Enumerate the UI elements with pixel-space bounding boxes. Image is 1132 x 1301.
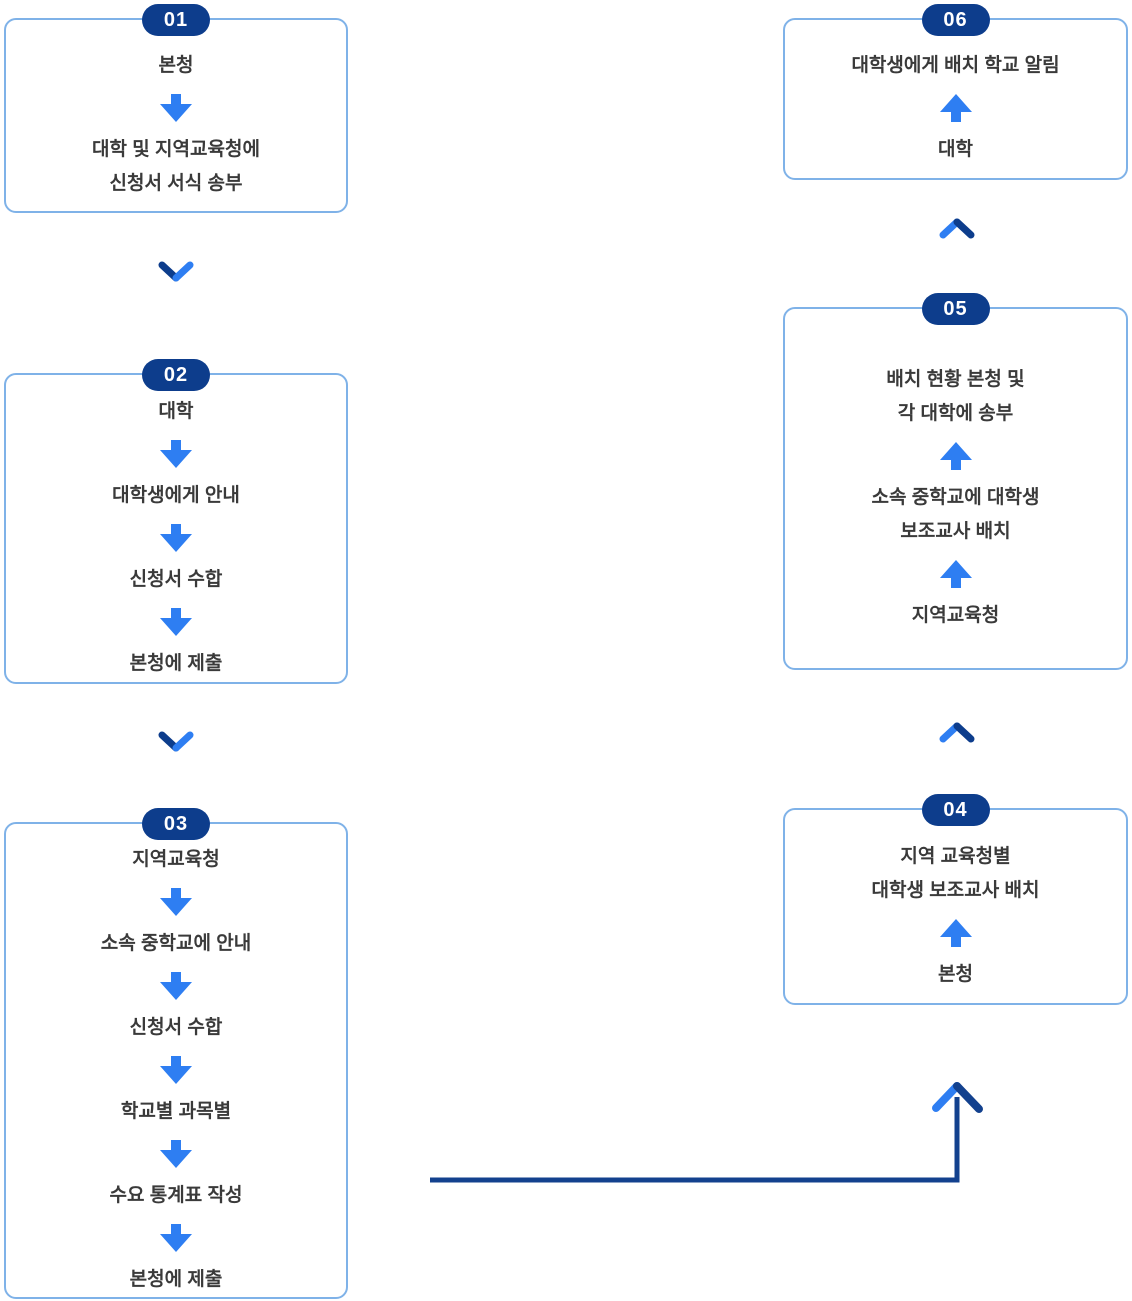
arrow-down-icon bbox=[160, 971, 192, 1000]
flow-connector-arrow bbox=[420, 1075, 995, 1205]
step-text-line: 지역 교육청별 bbox=[900, 845, 1011, 867]
step-text-line: 본청 bbox=[158, 54, 194, 76]
step-text-line: 대학 bbox=[938, 139, 973, 160]
arrow-up-icon bbox=[939, 918, 972, 947]
arrow-down-icon bbox=[160, 1139, 192, 1168]
step-text-line: 대학 및 지역교육청에 bbox=[92, 138, 260, 160]
step-text-line: 소속 중학교에 안내 bbox=[100, 932, 252, 954]
flow-step-box-05: 05 배치 현황 본청 및 각 대학에 송부 소속 중학교에 대학생 보조교사 … bbox=[783, 293, 1128, 670]
chevron-up-icon bbox=[937, 720, 977, 744]
step-number-badge: 03 bbox=[142, 808, 210, 840]
step-text: 지역교육청 bbox=[132, 843, 219, 877]
step-text-line: 대학생에게 배치 학교 알림 bbox=[851, 55, 1060, 76]
step-number-badge: 02 bbox=[142, 359, 210, 391]
step-text: 본청 bbox=[938, 958, 973, 992]
step-text: 신청서 수합 bbox=[130, 1011, 223, 1045]
step-text-line: 보조교사 배치 bbox=[900, 520, 1011, 542]
step-text-line: 배치 현황 본청 및 bbox=[886, 368, 1025, 390]
step-number-badge: 04 bbox=[921, 794, 990, 826]
step-text-line: 지역교육청 bbox=[132, 848, 220, 870]
step-text-line: 대학생에게 안내 bbox=[112, 484, 240, 506]
step-text: 지역 교육청별 대학생 보조교사 배치 bbox=[872, 840, 1040, 908]
arrow-down-icon bbox=[160, 1223, 192, 1252]
step-text-line: 본청 bbox=[938, 963, 973, 985]
step-text: 배치 현황 본청 및 각 대학에 송부 bbox=[886, 363, 1024, 431]
step-text: 대학 및 지역교육청에 신청서 서식 송부 bbox=[92, 133, 260, 201]
step-text-line: 신청서 수합 bbox=[129, 568, 223, 590]
arrow-down-icon bbox=[160, 607, 192, 636]
flow-step-box-03: 03 지역교육청 소속 중학교에 안내 신청서 수합 학교별 과목별 수요 통계… bbox=[4, 808, 348, 1299]
chevron-down-icon bbox=[156, 730, 196, 754]
step-text-line: 지역교육청 bbox=[911, 604, 1000, 626]
flow-step-box-04: 04 지역 교육청별 대학생 보조교사 배치 본청 bbox=[783, 794, 1128, 1005]
step-text-line: 신청서 수합 bbox=[129, 1016, 223, 1038]
step-text-line: 대학생 보조교사 배치 bbox=[871, 879, 1040, 901]
step-text: 신청서 수합 bbox=[130, 563, 223, 597]
step-number-badge: 06 bbox=[921, 4, 990, 36]
arrow-down-icon bbox=[160, 1055, 192, 1084]
flow-step-box-01: 01 본청 대학 및 지역교육청에 신청서 서식 송부 bbox=[4, 4, 348, 213]
arrow-up-icon bbox=[939, 94, 972, 122]
step-text: 대학생에게 배치 학교 알림 bbox=[851, 49, 1059, 83]
step-text: 대학생에게 안내 bbox=[112, 479, 240, 513]
step-text-line: 소속 중학교에 대학생 bbox=[871, 486, 1040, 508]
chevron-up-icon bbox=[937, 216, 977, 240]
step-number-badge: 05 bbox=[921, 293, 990, 325]
step-text: 지역교육청 bbox=[912, 599, 999, 633]
step-text-line: 대학 bbox=[158, 400, 194, 422]
step-text-line: 본청에 제출 bbox=[129, 652, 223, 674]
step-text: 본청에 제출 bbox=[130, 647, 223, 681]
step-text: 소속 중학교에 안내 bbox=[101, 927, 251, 961]
step-text-line: 신청서 서식 송부 bbox=[109, 172, 243, 194]
step-text-line: 수요 통계표 작성 bbox=[109, 1184, 243, 1206]
arrow-up-icon bbox=[939, 441, 972, 470]
chevron-down-icon bbox=[156, 260, 196, 284]
step-text: 대학 bbox=[938, 133, 973, 167]
arrow-down-icon bbox=[160, 887, 192, 916]
step-text-line: 각 대학에 송부 bbox=[897, 402, 1014, 424]
step-text-line: 학교별 과목별 bbox=[120, 1100, 232, 1122]
arrow-down-icon bbox=[160, 93, 192, 122]
arrow-down-icon bbox=[160, 439, 192, 468]
step-text: 학교별 과목별 bbox=[121, 1095, 231, 1129]
step-number-badge: 01 bbox=[142, 4, 210, 36]
step-text: 소속 중학교에 대학생 보조교사 배치 bbox=[872, 481, 1040, 549]
arrow-down-icon bbox=[160, 523, 192, 552]
step-text: 본청에 제출 bbox=[130, 1263, 223, 1297]
arrow-up-icon bbox=[939, 559, 972, 588]
step-text: 대학 bbox=[159, 395, 194, 429]
step-text: 본청 bbox=[159, 49, 194, 83]
step-text: 수요 통계표 작성 bbox=[110, 1179, 243, 1213]
step-text-line: 본청에 제출 bbox=[129, 1268, 223, 1290]
flow-step-box-02: 02 대학 대학생에게 안내 신청서 수합 본청에 제출 bbox=[4, 359, 348, 684]
flow-step-box-06: 06 대학생에게 배치 학교 알림 대학 bbox=[783, 4, 1128, 180]
